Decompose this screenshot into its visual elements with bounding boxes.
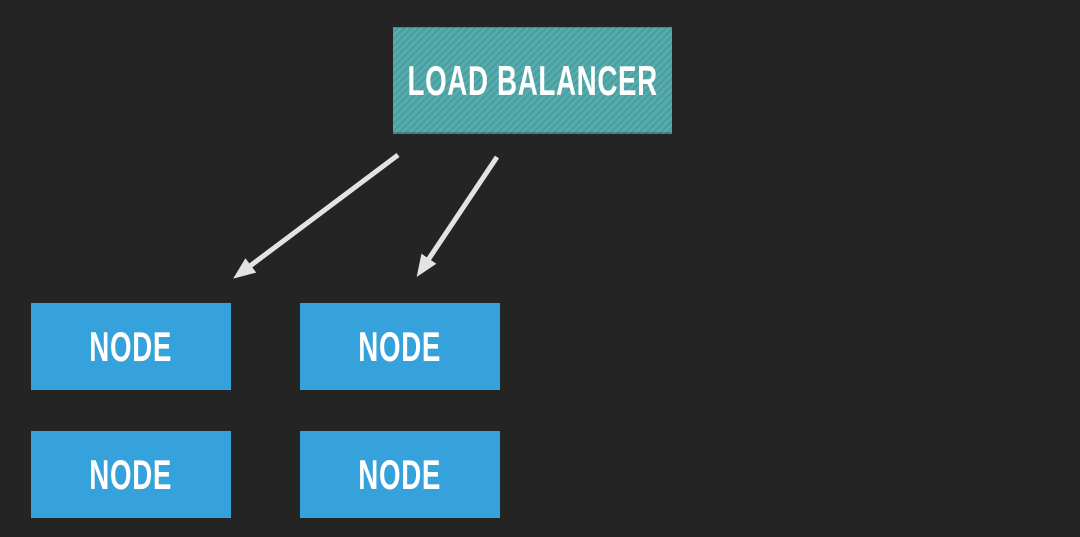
- node-box-2: NODE: [300, 303, 500, 390]
- node-box-3: NODE: [31, 431, 231, 518]
- node-label: NODE: [358, 322, 442, 370]
- node-label: NODE: [89, 450, 173, 498]
- node-box-4: NODE: [300, 431, 500, 518]
- load-balancer-box: LOAD BALANCER: [393, 27, 672, 134]
- load-balancer-label: LOAD BALANCER: [407, 56, 658, 104]
- node-label: NODE: [358, 450, 442, 498]
- node-box-1: NODE: [31, 303, 231, 390]
- arrow-loadbalancer-to-node-right: [416, 155, 500, 277]
- arrow-loadbalancer-to-node-left: [233, 153, 400, 279]
- node-label: NODE: [89, 322, 173, 370]
